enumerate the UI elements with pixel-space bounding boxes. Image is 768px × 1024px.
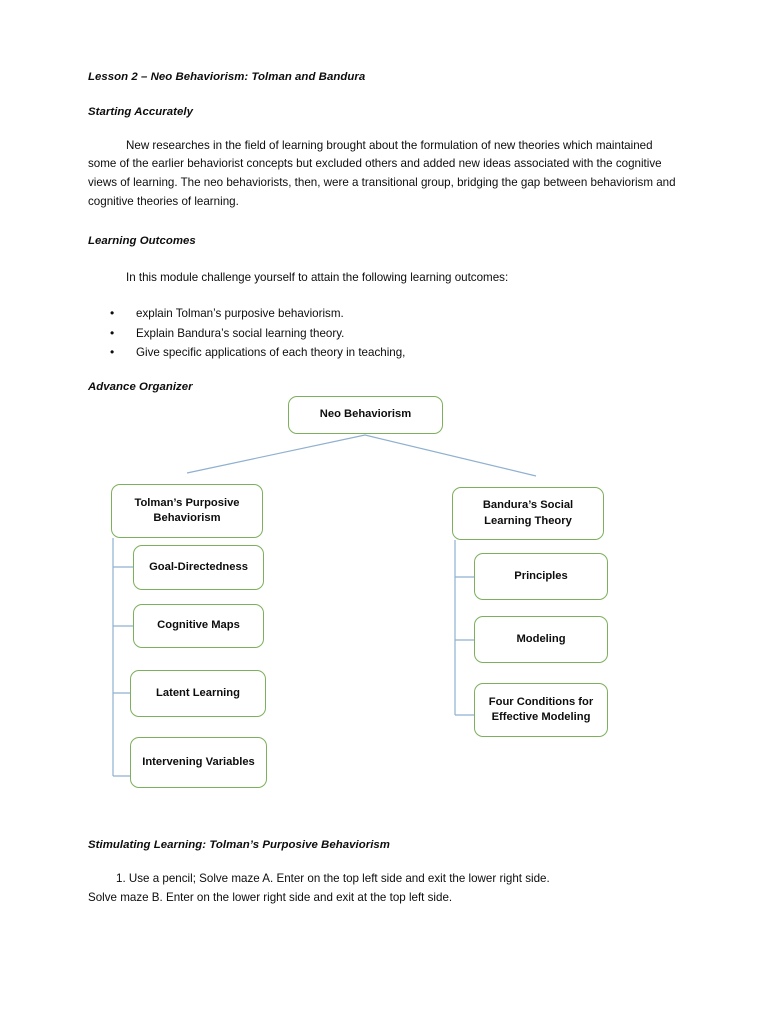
lesson-title: Lesson 2 – Neo Behaviorism: Tolman and B… (88, 71, 366, 83)
diagram-node-four-conditions-for-effective-modeling[interactable]: Four Conditions for Effective Modeling (474, 683, 608, 737)
diagram-node-intervening-variables[interactable]: Intervening Variables (130, 737, 267, 788)
connector-root-to-bandura (364, 434, 537, 477)
section-heading-learning-outcomes: Learning Outcomes (88, 234, 196, 247)
section-heading-stimulating-learning: Stimulating Learning: Tolman’s Purposive… (88, 839, 390, 851)
connector-root-to-tolman (186, 434, 366, 474)
list-item-label: Explain Bandura’s social learning theory… (136, 326, 345, 340)
list-item: • Explain Bandura’s social learning theo… (88, 324, 680, 343)
document-text-content: Lesson 2 – Neo Behaviorism: Tolman and B… (88, 70, 680, 395)
diagram-node-goal-directedness[interactable]: Goal-Directedness (133, 545, 264, 590)
diagram-node-banduras-social-learning-theory[interactable]: Bandura’s Social Learning Theory (452, 487, 604, 540)
diagram-node-neo-behaviorism[interactable]: Neo Behaviorism (288, 396, 443, 434)
learning-outcomes-list: • explain Tolman’s purposive behaviorism… (88, 304, 680, 362)
spacer (88, 363, 680, 380)
diagram-node-tolmans-purposive-behaviorism[interactable]: Tolman’s Purposive Behaviorism (111, 484, 263, 538)
starting-accurately-paragraph: New researches in the field of learning … (88, 138, 676, 208)
diagram-node-cognitive-maps[interactable]: Cognitive Maps (133, 604, 264, 648)
list-item: • explain Tolman’s purposive behaviorism… (88, 304, 680, 323)
spacer (88, 853, 680, 870)
instruction-line-2: Solve maze B. Enter on the lower right s… (88, 890, 453, 904)
spacer (88, 212, 680, 234)
instruction-line-1: 1. Use a pencil; Solve maze A. Enter on … (116, 871, 550, 885)
section-heading-starting-accurately: Starting Accurately (88, 105, 193, 118)
bullet-glyph: • (110, 345, 115, 360)
learning-outcomes-intro: In this module challenge yourself to att… (126, 270, 509, 284)
spacer (88, 120, 680, 137)
list-item-label: explain Tolman’s purposive behaviorism. (136, 307, 344, 321)
stimulating-learning-section: Stimulating Learning: Tolman’s Purposive… (88, 838, 680, 907)
stimulating-learning-instructions: 1. Use a pencil; Solve maze A. Enter on … (88, 870, 680, 908)
diagram-node-modeling[interactable]: Modeling (474, 616, 608, 663)
list-item-label: Give specific applications of each theor… (136, 346, 406, 360)
bullet-glyph: • (110, 325, 115, 340)
spacer (88, 249, 680, 269)
section-heading-advance-organizer: Advance Organizer (88, 380, 193, 393)
diagram-node-principles[interactable]: Principles (474, 553, 608, 600)
spacer (88, 85, 680, 105)
bullet-glyph: • (110, 306, 115, 321)
spacer (88, 287, 680, 304)
list-item: • Give specific applications of each the… (88, 343, 680, 362)
diagram-node-latent-learning[interactable]: Latent Learning (130, 670, 266, 717)
